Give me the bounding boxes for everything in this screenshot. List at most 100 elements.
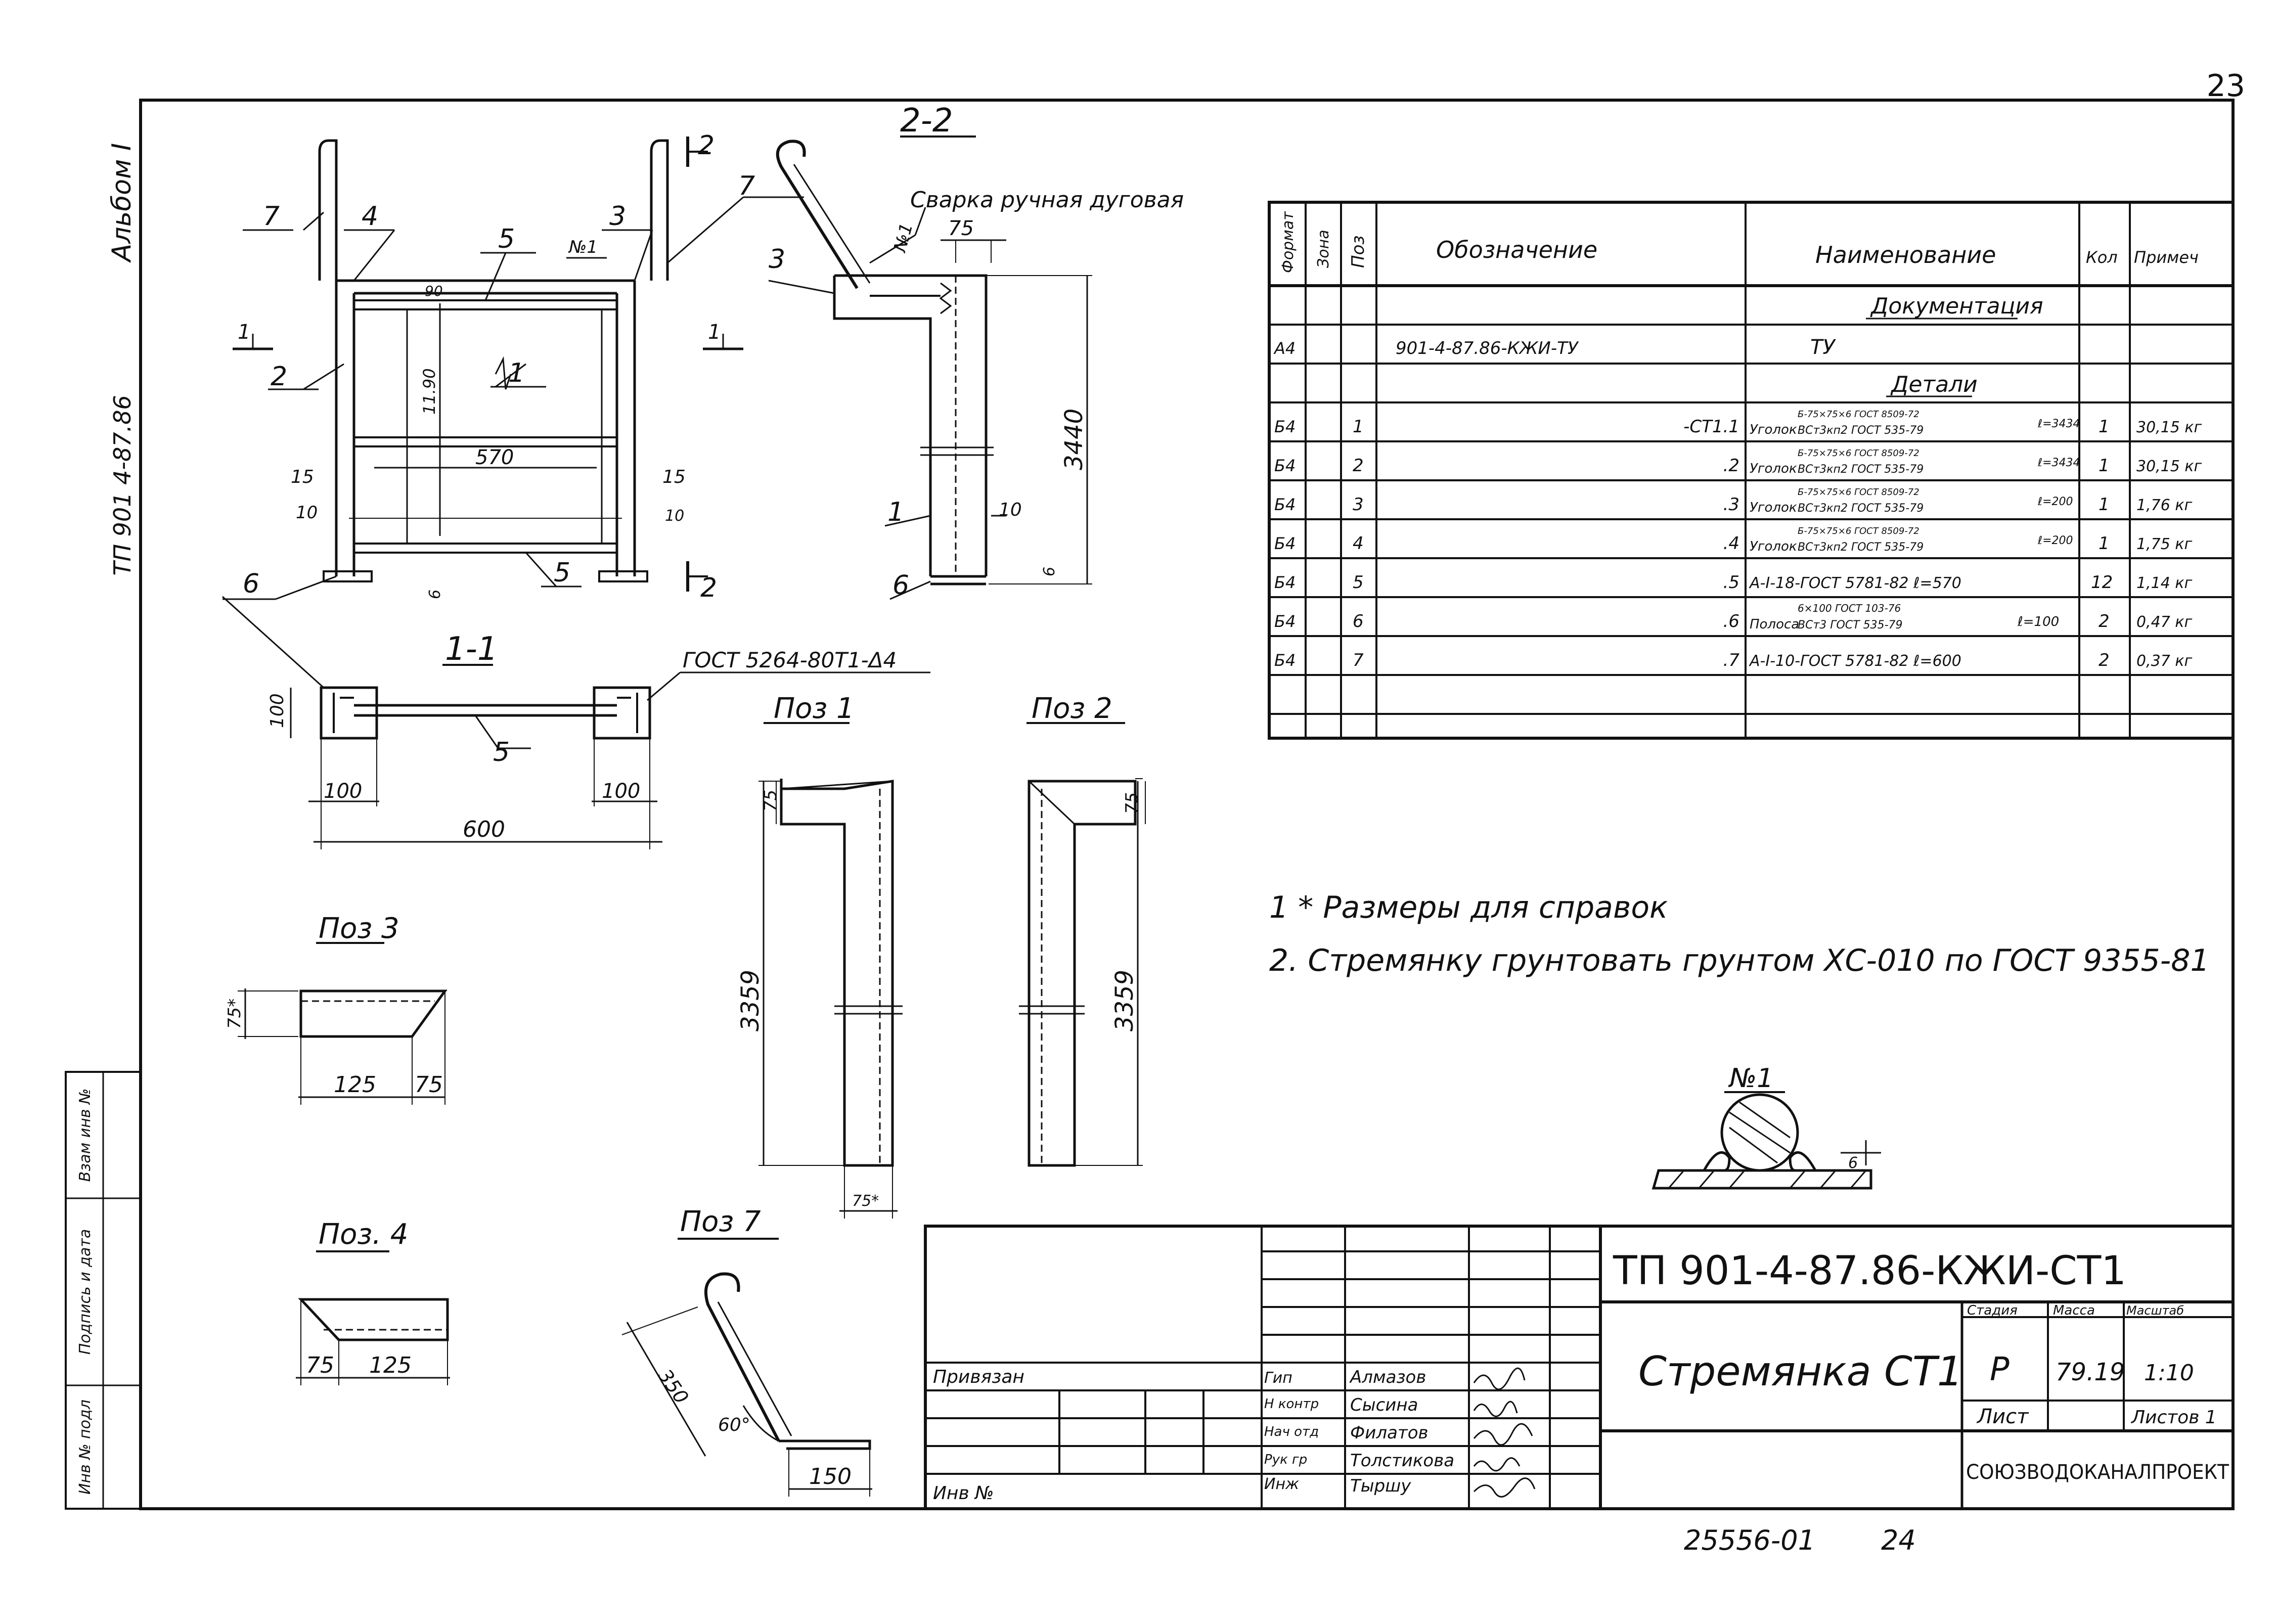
- section-2-2-labels: 2-2 Сварка ручная дуговая №1 75 3440 10 …: [738, 102, 1184, 601]
- dim-label: 150: [809, 1464, 852, 1490]
- spec-table: [1268, 201, 2235, 740]
- poz-title: Поз 3: [319, 912, 399, 945]
- sheet-label: Лист: [1976, 1405, 2029, 1428]
- section-mark: 1: [708, 321, 721, 344]
- mass-header: Масса: [2053, 1303, 2095, 1318]
- role-name: Алмазов: [1349, 1367, 1426, 1387]
- spec-cell: 3: [1353, 494, 1364, 515]
- role-label: Нач отд: [1264, 1424, 1319, 1439]
- role-name: Толстикова: [1350, 1451, 1454, 1471]
- spec-header-designation: Обозначение: [1436, 236, 1597, 263]
- spec-cell: Б4: [1274, 456, 1296, 475]
- dim-label: 60°: [718, 1415, 750, 1435]
- spec-cell: Б4: [1274, 534, 1296, 553]
- spec-cell: 30,15 кг: [2136, 458, 2202, 475]
- spec-cell: .4: [1723, 533, 1739, 554]
- dim-label: 15: [291, 467, 314, 487]
- dim-label: 75: [415, 1072, 443, 1098]
- spec-cell: 5: [1353, 572, 1364, 593]
- front-view-labels: 7 4 5 №1 3 2 1 6 5 90 11.90 570 15 15 10…: [238, 130, 721, 603]
- pos-label: 4: [362, 201, 378, 232]
- role-name: Сысина: [1350, 1395, 1418, 1415]
- spec-cell: Полоса: [1750, 617, 1799, 632]
- spec-cell: ℓ=200: [2037, 495, 2073, 508]
- poz1-view: [758, 722, 903, 1219]
- role-label: Н контр: [1264, 1396, 1319, 1412]
- spec-cell: 7: [1353, 650, 1364, 670]
- spec-header-qty: Кол: [2086, 248, 2118, 267]
- poz3-view: [238, 942, 448, 1105]
- dim-label: 125: [369, 1352, 412, 1378]
- side-stamp: Взам инв № Подпись и дата Инв № подл: [65, 1071, 142, 1510]
- dim-label: 10: [296, 503, 318, 523]
- spec-header-pos: Поз: [1348, 236, 1368, 268]
- dim-label: 10: [665, 507, 684, 525]
- spec-cell: 1: [2099, 533, 2110, 554]
- role-label: Рук гр: [1264, 1452, 1307, 1467]
- spec-cell: 901-4-87.86-КЖИ-ТУ: [1396, 338, 1579, 358]
- spec-cell: ВСт3 ГОСТ 535-79: [1798, 619, 1903, 631]
- poz7-view: [621, 1238, 872, 1497]
- album-label: Альбом I: [107, 143, 137, 263]
- note-1: 1 * Размеры для справок: [1269, 890, 1668, 925]
- dim-label: 125: [334, 1072, 376, 1098]
- spec-cell: Б4: [1274, 573, 1296, 592]
- dim-label: 75*: [852, 1192, 879, 1210]
- dim-label: 350: [654, 1365, 693, 1408]
- spec-cell: ВСт3кп2 ГОСТ 535-79: [1798, 541, 1924, 554]
- drawing-name: Стремянка СТ1: [1638, 1348, 1963, 1395]
- pos-label: 5: [554, 558, 570, 588]
- spec-cell: 4: [1353, 533, 1364, 554]
- poz1-labels: Поз 1 75 3359 75*: [736, 692, 879, 1210]
- spec-cell: .5: [1723, 572, 1739, 593]
- dim-label: 75: [306, 1352, 334, 1378]
- section-1-1-labels: 1-1 ГОСТ 5264-80Т1-Δ4 100 100 100 600 5: [267, 630, 897, 842]
- spec-cell: .3: [1723, 494, 1739, 515]
- spec-header-zone: Зона: [1315, 230, 1332, 268]
- scale-header: Масштаб: [2126, 1303, 2184, 1318]
- side-col-inventory: Инв № подл: [76, 1400, 94, 1495]
- dim-label: 15: [662, 467, 686, 487]
- spec-cell: 6×100 ГОСТ 103-76: [1798, 602, 1901, 614]
- inventory-label: Инв №: [933, 1483, 994, 1504]
- dim-label: 100: [602, 780, 640, 803]
- spec-cell: Б-75×75×6 ГОСТ 8509-72: [1798, 409, 1919, 420]
- spec-cell: .6: [1723, 611, 1739, 631]
- spec-cell: Уголок: [1750, 461, 1797, 476]
- side-col-replace: Взам инв №: [76, 1089, 94, 1182]
- spec-cell: 1: [2099, 456, 2110, 476]
- spec-cell: .7: [1723, 650, 1740, 670]
- weld-note: Сварка ручная дуговая: [910, 187, 1184, 213]
- dim-label: 100: [324, 780, 362, 803]
- poz7-labels: Поз 7 350 60° 150: [654, 1205, 852, 1490]
- spec-cell: 1,75 кг: [2136, 535, 2192, 553]
- spec-cell: ℓ=3434: [2037, 457, 2080, 469]
- scale-value: 1:10: [2144, 1360, 2194, 1386]
- section-1-1: [221, 596, 930, 849]
- pos-label: 5: [493, 737, 510, 768]
- spec-cell: Б-75×75×6 ГОСТ 8509-72: [1798, 526, 1919, 536]
- spec-cell: 1: [1353, 417, 1364, 437]
- spec-cell: 0,47 кг: [2136, 613, 2192, 631]
- stage-header: Стадия: [1967, 1303, 2018, 1318]
- role-name: Филатов: [1350, 1423, 1428, 1443]
- signature-mark: [1473, 1457, 1521, 1472]
- pos-label: 7: [738, 171, 755, 201]
- poz-title: Поз 7: [680, 1205, 761, 1238]
- spec-cell: ВСт3кп2 ГОСТ 535-79: [1798, 424, 1924, 437]
- archive-code: 25556-01: [1684, 1524, 1815, 1556]
- dim-label: 75*: [225, 999, 245, 1029]
- pos-label: 1: [508, 358, 525, 388]
- tied-label: Привязан: [933, 1367, 1024, 1387]
- spec-cell: 1: [2099, 417, 2110, 437]
- spec-section-details: Детали: [1890, 372, 1978, 397]
- title-block: [924, 1225, 2235, 1510]
- archive-sheet: 24: [1881, 1524, 1916, 1556]
- poz2-view: [1019, 722, 1146, 1167]
- side-code: ТП 901 4-87.86: [109, 395, 136, 575]
- spec-cell: ℓ=100: [2017, 614, 2059, 629]
- spec-section-docs: Документация: [1870, 293, 2043, 319]
- weld-mark-label: №1: [568, 237, 598, 257]
- poz4-view: [296, 1250, 450, 1385]
- spec-header-name: Наименование: [1815, 241, 1996, 268]
